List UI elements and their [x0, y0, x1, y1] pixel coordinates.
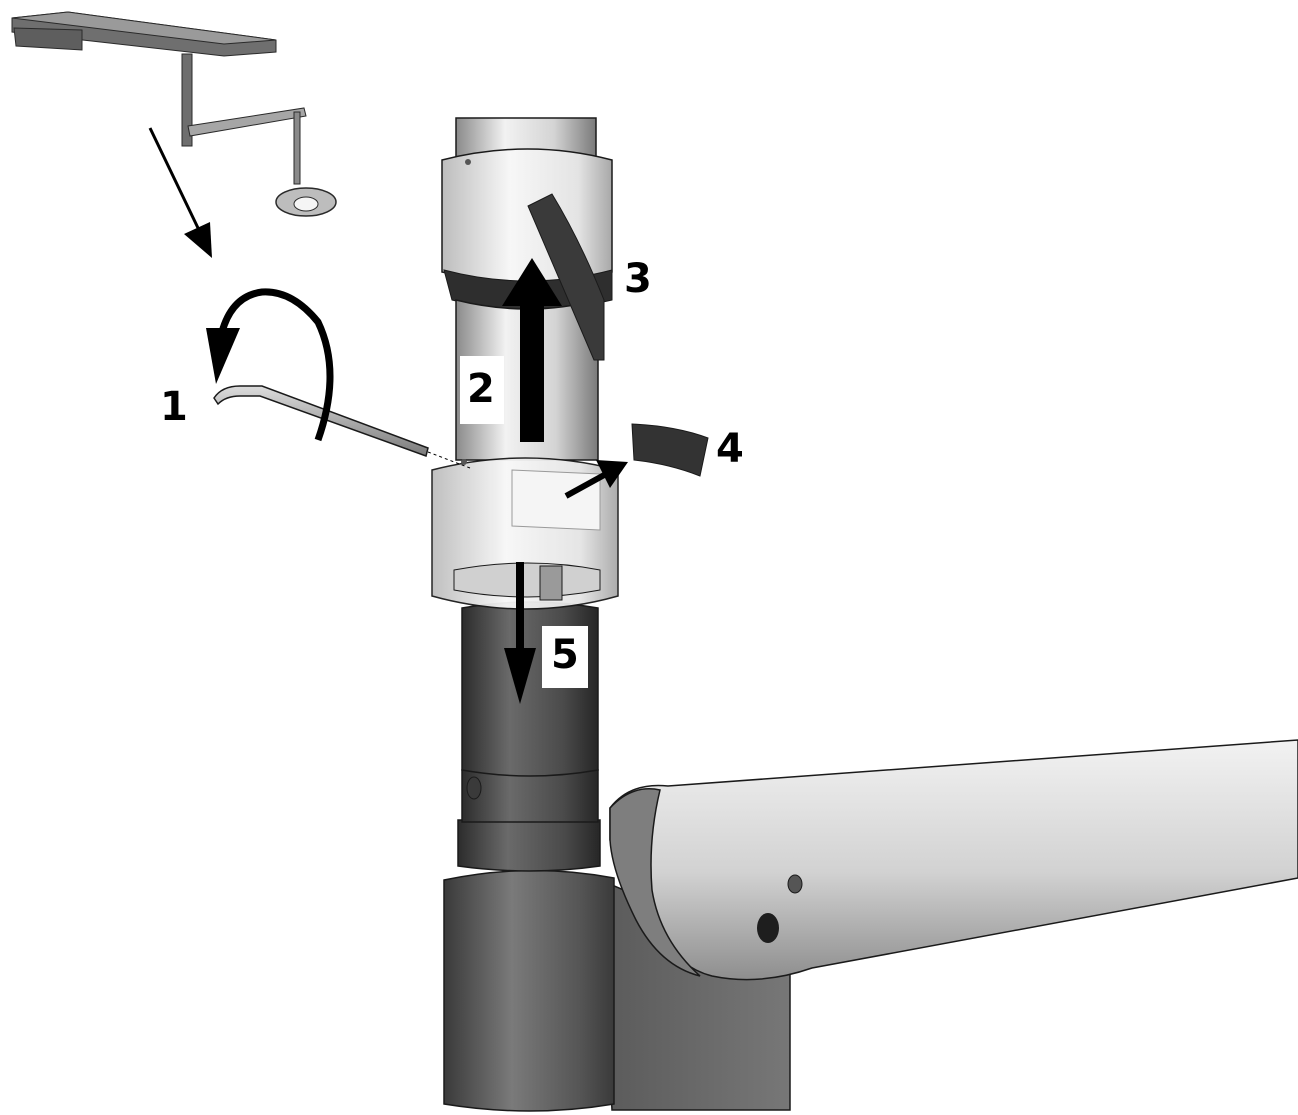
overview-horizontal-arm — [187, 107, 307, 137]
hex-key-body — [213, 385, 429, 457]
overview-drop-pole — [181, 53, 193, 147]
step-label-2: 2 — [460, 356, 504, 424]
release-strap — [527, 193, 605, 361]
ceiling-rail-top — [11, 11, 277, 45]
step-number-4: 4 — [716, 426, 744, 472]
ceiling-light-overview — [11, 11, 337, 217]
base-housing — [443, 869, 615, 1112]
hex-key-dashed-line — [427, 451, 471, 469]
overview-light-lens — [293, 196, 319, 212]
step-number-3: 3 — [624, 256, 652, 302]
step-box-2 — [460, 356, 504, 424]
set-screw-side — [466, 776, 482, 800]
step-number-5: 5 — [551, 632, 579, 678]
inner-pin — [539, 565, 563, 601]
step-label-5: 5 — [542, 626, 588, 688]
collar-inner-ring — [453, 562, 601, 598]
step-label-3: 3 — [624, 256, 652, 302]
rotate-counterclockwise-arrow — [206, 288, 334, 442]
step-number-1: 1 — [160, 384, 188, 430]
cover-screw — [465, 159, 471, 165]
removable-insert — [631, 423, 709, 477]
collar-window — [511, 469, 601, 531]
base-column — [443, 601, 615, 1112]
arrow-down-step-5 — [504, 562, 536, 704]
ceiling-mount-block — [13, 27, 83, 51]
overview-light-stem — [293, 111, 301, 185]
arrow-up-step-2 — [502, 258, 562, 442]
step-label-1: 1 — [160, 384, 188, 430]
zoom-arrow — [148, 127, 212, 258]
step-number-2: 2 — [467, 366, 495, 412]
step-box-5 — [542, 626, 588, 688]
hex-key — [213, 385, 471, 469]
arm-screw-hole — [787, 874, 803, 894]
lower-collar — [431, 457, 619, 610]
arm-large-hole — [757, 913, 779, 943]
horizontal-arm — [599, 739, 1298, 1111]
collar-screw-dot — [461, 459, 467, 465]
base-mid-ring — [457, 819, 601, 872]
base-upper-ring — [461, 769, 599, 823]
arrow-insert-removal-step-4 — [564, 460, 628, 499]
arm-tube — [609, 739, 1298, 981]
arm-end-opening — [609, 788, 701, 977]
step-label-4: 4 — [716, 426, 744, 472]
